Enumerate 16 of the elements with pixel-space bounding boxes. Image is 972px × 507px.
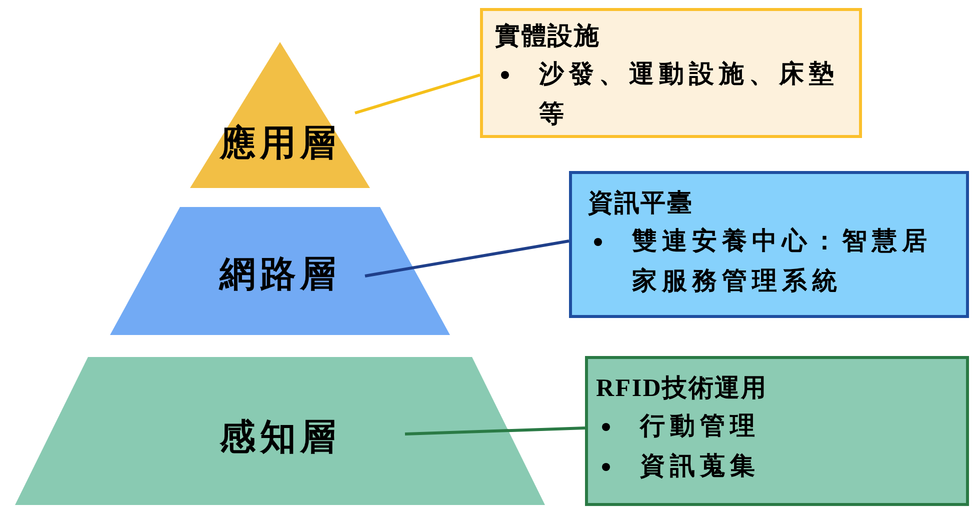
- list-item: 沙發、運動設施、床墊等: [539, 59, 840, 130]
- list-item: 雙連安養中心：智慧居家服務管理系統: [632, 226, 933, 297]
- layer-label: 應用層: [220, 125, 340, 161]
- box-heading: 資訊平臺: [588, 188, 694, 219]
- layer-label: 網路層: [220, 256, 340, 292]
- info-box: [480, 8, 862, 138]
- leader-line: [354, 74, 480, 114]
- layer-label: 感知層: [220, 419, 340, 455]
- info-box: [569, 171, 969, 318]
- box-heading: 實體設施: [495, 22, 601, 52]
- info-box: [585, 356, 969, 506]
- list-item: 資訊蒐集: [640, 452, 760, 482]
- list-item: 行動管理: [640, 412, 760, 442]
- leader-line: [404, 426, 586, 436]
- box-heading: RFID技術運用: [596, 374, 768, 404]
- leader-line: [364, 240, 570, 278]
